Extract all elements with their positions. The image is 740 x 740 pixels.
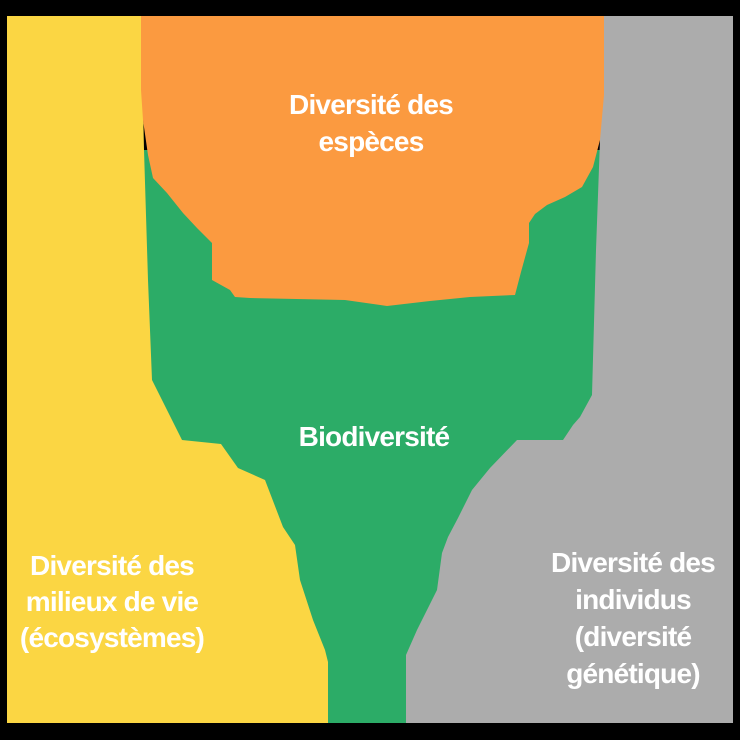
ecosystems-label-line2: milieux de vie — [25, 586, 199, 617]
species-label-line1: Diversité des — [289, 89, 454, 120]
ecosystems-shape — [7, 16, 328, 723]
species-label: Diversité des espèces — [221, 86, 521, 160]
ecosystems-label: Diversité des milieux de vie (écosystème… — [0, 548, 224, 656]
ecosystems-label-line3: (écosystèmes) — [19, 622, 205, 653]
genetic-label: Diversité des individus (diversité génét… — [523, 544, 740, 692]
biodiversity-label-line1: Biodiversité — [298, 421, 450, 452]
species-label-line2: espèces — [318, 126, 425, 157]
genetic-shape — [406, 16, 733, 723]
genetic-label-line4: génétique) — [566, 658, 700, 689]
species-shape — [141, 16, 604, 306]
genetic-label-line1: Diversité des — [551, 547, 716, 578]
genetic-label-line2: individus — [575, 584, 692, 615]
biodiversity-label: Biodiversité — [224, 419, 524, 455]
ecosystems-label-line1: Diversité des — [30, 550, 195, 581]
genetic-label-line3: (diversité — [574, 621, 692, 652]
